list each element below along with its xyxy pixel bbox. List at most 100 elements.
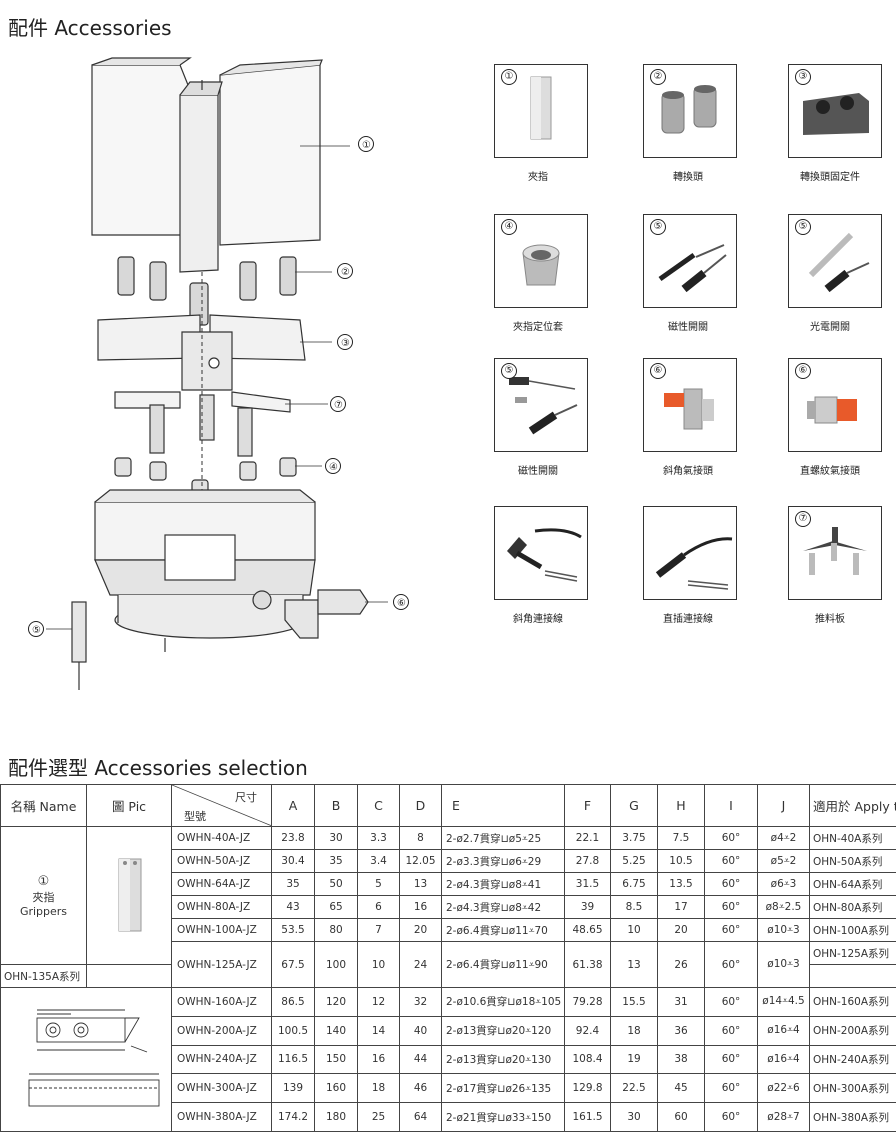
cell-g: 18 [611, 1016, 658, 1045]
cell-c: 10 [358, 942, 400, 988]
accessory-caption: 推料板 [755, 610, 896, 625]
accessory-number: ⑥ [795, 363, 811, 379]
cell-g: 15.5 [611, 988, 658, 1017]
cell-b: 80 [315, 919, 358, 942]
cell-c: 3.3 [358, 827, 400, 850]
header-b: B [315, 785, 358, 827]
cell-c: 16 [358, 1045, 400, 1074]
header-f: F [565, 785, 611, 827]
cell-a: 23.8 [272, 827, 315, 850]
apply-cell: OHN-40A系列 [810, 827, 896, 850]
apply-cell: OHN-380A系列 [810, 1103, 896, 1132]
accessory-card: ⑤ [788, 214, 882, 308]
cell-g: 13 [611, 942, 658, 988]
straight-cable-icon [644, 507, 736, 599]
dimension-drawing-cell [1, 988, 172, 1132]
model-cell: OWHN-80A-JZ [172, 896, 272, 919]
accessory-card: ② [643, 64, 737, 158]
cell-g: 10 [611, 919, 658, 942]
model-cell: OWHN-160A-JZ [172, 988, 272, 1017]
accessory-card: ⑥ [643, 358, 737, 452]
cell-g: 19 [611, 1045, 658, 1074]
cell-e: 2-ø2.7貫穿⊔ø5⩡25 [442, 827, 565, 850]
cell-c: 14 [358, 1016, 400, 1045]
accessory-card: ⑤ [643, 214, 737, 308]
accessory-caption: 轉換頭 [613, 168, 763, 183]
cell-g: 30 [611, 1103, 658, 1132]
cell-j: ø22⩡6 [758, 1074, 810, 1103]
cell-j: ø10⩡3 [758, 942, 810, 988]
header-g: G [611, 785, 658, 827]
cell-a: 139 [272, 1074, 315, 1103]
apply-cell: OHN-80A系列 [810, 896, 896, 919]
accessory-card: ⑥ [788, 358, 882, 452]
accessory-caption: 夾指定位套 [463, 318, 613, 333]
cell-a: 43 [272, 896, 315, 919]
accessory-number: ⑥ [650, 363, 666, 379]
gripper-number: ① [1, 874, 86, 889]
gripper-picture-cell [87, 827, 172, 965]
header-d: D [400, 785, 442, 827]
accessory-caption: 直插連接線 [613, 610, 763, 625]
cell-i: 60° [705, 827, 758, 850]
cell-i: 60° [705, 942, 758, 988]
model-cell: OWHN-100A-JZ [172, 919, 272, 942]
cell-g: 22.5 [611, 1074, 658, 1103]
exploded-assembly-diagram: ① ② ③ ⑦ ④ ⑥ ⑤ [0, 40, 470, 740]
accessory-card: ④ [494, 214, 588, 308]
cell-c: 6 [358, 896, 400, 919]
callout-4: ④ [329, 462, 338, 473]
cell-e: 2-ø13貫穿⊔ø20⩡120 [442, 1016, 565, 1045]
cell-e: 2-ø6.4貫穿⊔ø11⩡70 [442, 919, 565, 942]
cell-e: 2-ø3.3貫穿⊔ø6⩡29 [442, 850, 565, 873]
cell-h: 10.5 [658, 850, 705, 873]
cell-a: 174.2 [272, 1103, 315, 1132]
cell-d: 64 [400, 1103, 442, 1132]
accessory-caption: 光電開關 [755, 318, 896, 333]
callout-3: ③ [341, 338, 350, 349]
model-cell: OWHN-125A-JZ [172, 942, 272, 988]
cell-d: 20 [400, 919, 442, 942]
apply-cell: OHN-125A系列 [810, 942, 896, 965]
cell-j: ø5⩡2 [758, 850, 810, 873]
cell-h: 26 [658, 942, 705, 988]
cell-i: 60° [705, 988, 758, 1017]
cell-d: 46 [400, 1074, 442, 1103]
cell-e: 2-ø17貫穿⊔ø26⩡135 [442, 1074, 565, 1103]
cell-c: 3.4 [358, 850, 400, 873]
cell-h: 38 [658, 1045, 705, 1074]
cell-c: 18 [358, 1074, 400, 1103]
apply-cell: OHN-300A系列 [810, 1074, 896, 1103]
accessory-number: ② [650, 69, 666, 85]
cell-f: 39 [565, 896, 611, 919]
cell-b: 100 [315, 942, 358, 988]
accessory-caption: 磁性開關 [613, 318, 763, 333]
header-model-label: 型號 [184, 808, 206, 824]
cell-b: 120 [315, 988, 358, 1017]
model-cell: OWHN-64A-JZ [172, 873, 272, 896]
cell-c: 5 [358, 873, 400, 896]
accessory-number: ⑤ [501, 363, 517, 379]
header-size-label: 尺寸 [235, 789, 257, 805]
header-apply: 適用於 Apply to [810, 785, 896, 827]
model-cell: OWHN-50A-JZ [172, 850, 272, 873]
cell-b: 150 [315, 1045, 358, 1074]
cell-j: ø16⩡4 [758, 1045, 810, 1074]
cell-j: ø4⩡2 [758, 827, 810, 850]
header-pic: 圖 Pic [87, 785, 172, 827]
header-e: E [442, 785, 565, 827]
cell-j: ø28⩡7 [758, 1103, 810, 1132]
cell-i: 60° [705, 896, 758, 919]
cell-a: 30.4 [272, 850, 315, 873]
cell-e: 2-ø21貫穿⊔ø33⩡150 [442, 1103, 565, 1132]
accessory-number: ③ [795, 69, 811, 85]
accessory-caption: 斜角連接線 [463, 610, 613, 625]
cell-g: 3.75 [611, 827, 658, 850]
cell-b: 160 [315, 1074, 358, 1103]
accessories-title: 配件 Accessories [8, 12, 172, 41]
cell-i: 60° [705, 1074, 758, 1103]
cell-f: 61.38 [565, 942, 611, 988]
cell-b: 50 [315, 873, 358, 896]
cell-g: 8.5 [611, 896, 658, 919]
